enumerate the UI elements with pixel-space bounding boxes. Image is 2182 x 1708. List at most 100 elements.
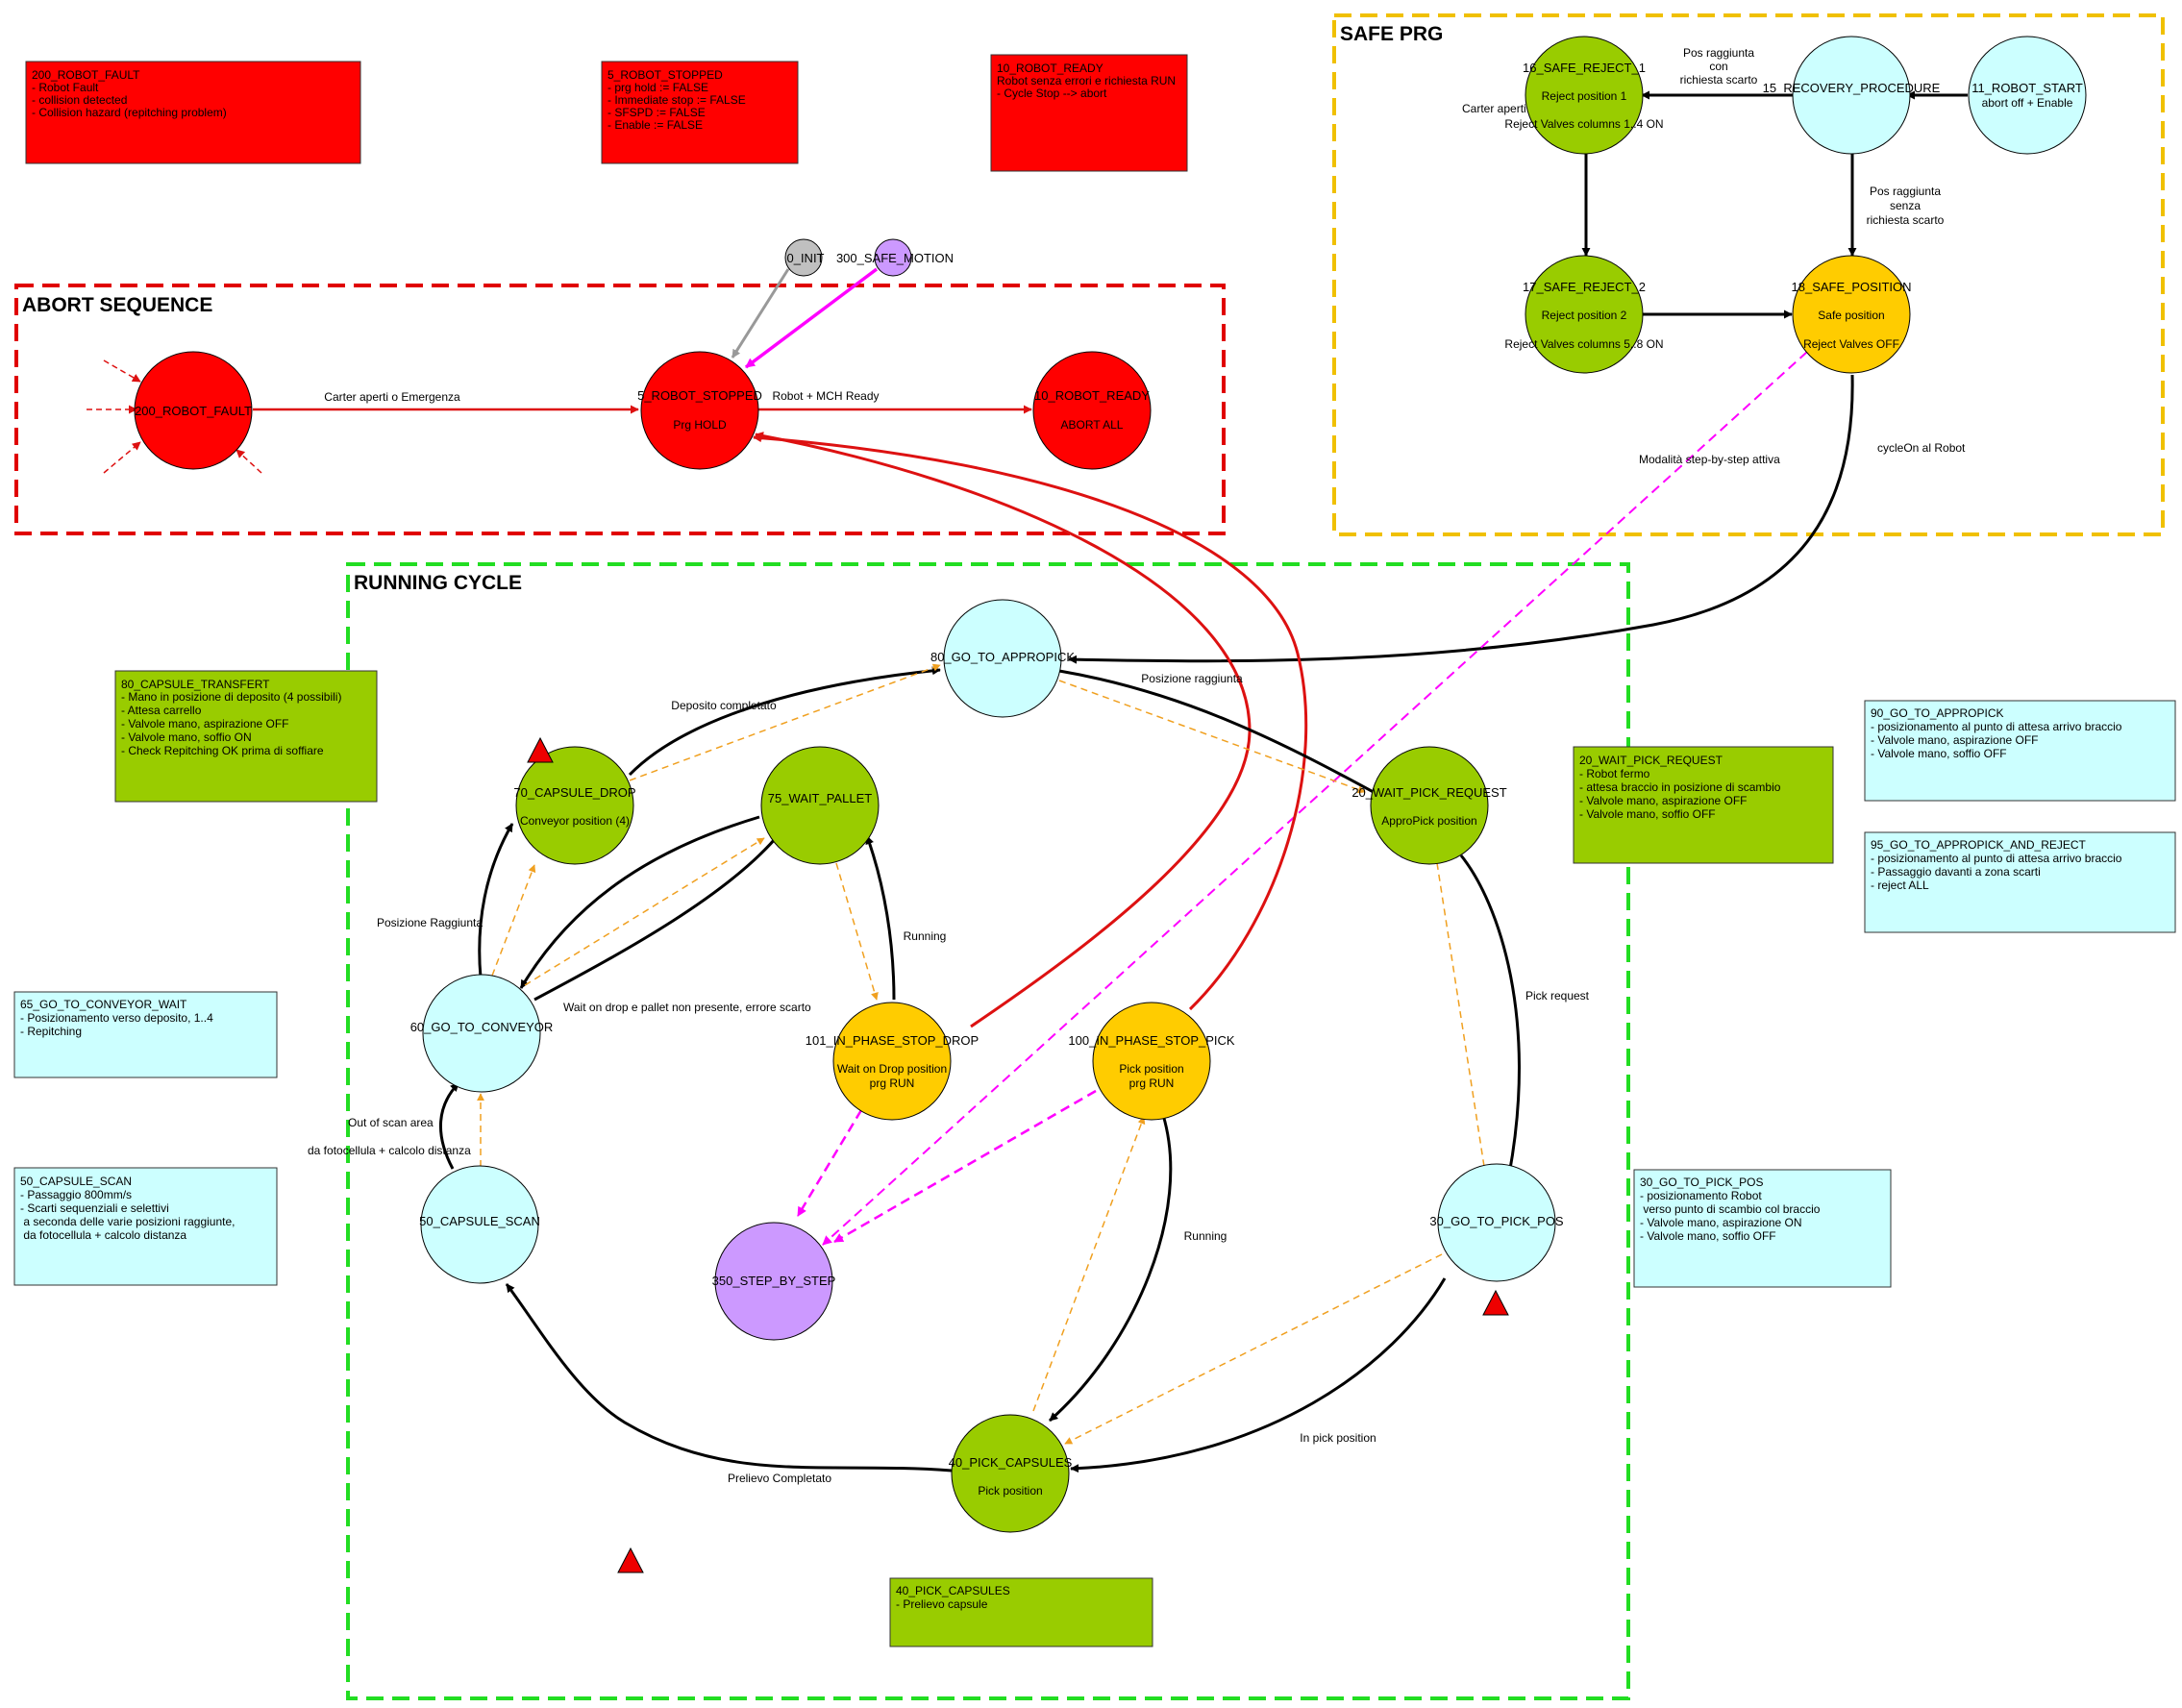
note-capsule-scan: 50_CAPSULE_SCAN- Passaggio 800mm/s- Scar… [13,1167,278,1286]
svg-text:Reject position 2: Reject position 2 [1542,309,1627,322]
node-safe-reject-2[interactable]: 17_SAFE_REJECT_2 Reject position 2 Rejec… [1504,255,1664,374]
edges-orange [477,663,1488,1445]
svg-text:30_GO_TO_PICK_POS- posizioname: 30_GO_TO_PICK_POS- posizionamento Robot … [1640,1176,1821,1243]
label-fault-to-stopped: Carter aperti o Emergenza [324,390,460,404]
node-in-phase-stop-drop[interactable]: 101_IN_PHASE_STOP_DROP Wait on Drop posi… [806,1002,979,1121]
note-robot-stopped: 5_ROBOT_STOPPED- prg hold := FALSE- Imme… [601,61,799,164]
svg-text:Reject Valves OFF: Reject Valves OFF [1803,337,1899,351]
edge-incoming-fault-4 [236,449,262,474]
edge-stopdrop-to-pallet [865,835,896,1001]
node-robot-ready[interactable]: 10_ROBOT_READY ABORT ALL [1032,351,1152,470]
edge-stop-drop-to-stopped [755,432,1252,1028]
edges-stop [753,432,1308,1028]
label-wait-on-drop: Wait on drop e pallet non presente, erro… [563,1001,811,1014]
svg-text:18_SAFE_POSITION: 18_SAFE_POSITION [1792,280,1912,294]
svg-text:prg RUN: prg RUN [1129,1077,1175,1090]
note-go-to-conveyor-wait: 65_GO_TO_CONVEYOR_WAIT- Posizionamento v… [13,991,278,1078]
svg-text:Reject Valves columns 1..4 ON: Reject Valves columns 1..4 ON [1504,117,1663,131]
svg-text:200_ROBOT_FAULT: 200_ROBOT_FAULT [135,404,252,418]
edge-o-conveyor-drop [491,864,536,977]
node-capsule-drop[interactable]: 70_CAPSULE_DROP Conveyor position (4) [513,746,636,865]
svg-text:Wait on Drop position: Wait on Drop position [837,1062,947,1076]
note-go-to-appropick-and-reject: 95_GO_TO_APPROPICK_AND_REJECT- posiziona… [1864,831,2176,933]
edge-init-to-stopped [731,268,790,359]
svg-text:Reject Valves columns 5..8 ON: Reject Valves columns 5..8 ON [1504,337,1663,351]
svg-text:10_ROBOT_READY: 10_ROBOT_READY [1034,388,1150,403]
svg-text:Prg HOLD: Prg HOLD [673,418,727,432]
svg-text:60_GO_TO_CONVEYOR: 60_GO_TO_CONVEYOR [410,1020,554,1034]
edge-appro-to-wait [1058,669,1381,798]
edge-o-conveyor-pallet [524,837,765,986]
edge-scan-to-conveyor [438,1081,460,1170]
edge-o-appro-wait [1058,680,1366,794]
note-go-to-pick-pos: 30_GO_TO_PICK_POS- posizionamento Robot … [1633,1169,1892,1288]
edge-o-pallet-stopdrop [835,862,879,1001]
svg-text:350_STEP_BY_STEP: 350_STEP_BY_STEP [712,1274,836,1288]
node-step-by-step[interactable]: 350_STEP_BY_STEP [712,1222,836,1341]
note-wait-pick-request: 20_WAIT_PICK_REQUEST- Robot fermo- attes… [1573,746,1834,864]
svg-text:80_CAPSULE_TRANSFERT- Mano in: 80_CAPSULE_TRANSFERT- Mano in posizione … [121,678,341,757]
edge-conveyor-to-drop [478,823,514,978]
node-robot-stopped[interactable]: 5_ROBOT_STOPPED Prg HOLD [637,351,762,470]
node-go-to-conveyor[interactable]: 60_GO_TO_CONVEYOR [410,974,554,1093]
svg-text:ABORT ALL: ABORT ALL [1061,418,1124,432]
svg-text:Pick position: Pick position [1119,1062,1183,1076]
group-abort-sequence: ABORT SEQUENCE [14,284,1226,535]
svg-text:70_CAPSULE_DROP: 70_CAPSULE_DROP [513,785,635,800]
node-pick-capsules[interactable]: 40_PICK_CAPSULES Pick position [949,1414,1073,1533]
label-step-mode: Modalità step-by-step attiva [1639,453,1780,466]
label-prelievo: Prelievo Completato [728,1472,831,1485]
node-safe-motion[interactable]: 300_SAFE_MOTION [836,238,954,277]
svg-text:40_PICK_CAPSULES- Prelievo cap: 40_PICK_CAPSULES- Prelievo capsule [896,1584,1010,1611]
svg-text:5_ROBOT_STOPPED: 5_ROBOT_STOPPED [637,388,762,403]
node-capsule-scan[interactable]: 50_CAPSULE_SCAN [419,1165,540,1284]
svg-text:95_GO_TO_APPROPICK_AND_REJECT-: 95_GO_TO_APPROPICK_AND_REJECT- posiziona… [1871,838,2122,892]
group-running-cycle: RUNNING CYCLE [346,562,1630,1700]
svg-text:Reject position 1: Reject position 1 [1542,89,1627,103]
label-safe-to-running: cycleOn al Robot [1877,441,1966,455]
node-init[interactable]: 0_INIT [784,238,825,277]
node-recovery-procedure[interactable]: 15_RECOVERY_PROCEDURE [1763,36,1941,155]
note-robot-fault: 200_ROBOT_FAULT- Robot Fault- collision … [25,61,361,164]
node-safe-reject-1[interactable]: 16_SAFE_REJECT_1 Reject position 1 Rejec… [1504,36,1664,155]
warning-icon [617,1547,644,1573]
svg-text:5_ROBOT_STOPPED- prg hold := F: 5_ROBOT_STOPPED- prg hold := FALSE- Imme… [607,68,746,132]
node-robot-fault[interactable]: 200_ROBOT_FAULT [134,351,253,470]
node-go-to-appropick[interactable]: 80_GO_TO_APPROPICK [930,599,1075,718]
edge-stoppick-to-pick [1049,1114,1173,1423]
node-in-phase-stop-pick[interactable]: 100_IN_PHASE_STOP_PICK Pick position prg… [1068,1002,1235,1121]
node-wait-pallet[interactable]: 75_WAIT_PALLET [760,746,880,865]
edges-running [438,666,1521,1473]
svg-text:30_GO_TO_PICK_POS: 30_GO_TO_PICK_POS [1429,1214,1564,1228]
svg-text:abort off + Enable: abort off + Enable [1982,96,2073,110]
node-safe-position[interactable]: 18_SAFE_POSITION Safe position Reject Va… [1792,255,1912,374]
svg-text:prg RUN: prg RUN [870,1077,915,1090]
svg-text:300_SAFE_MOTION: 300_SAFE_MOTION [836,251,954,265]
label-in-pick-position: In pick position [1300,1431,1376,1445]
edge-picpos-to-pick [1070,1277,1447,1473]
svg-text:0_INIT: 0_INIT [786,251,824,265]
label-pick-request: Pick request [1525,989,1590,1003]
note-pick-capsules: 40_PICK_CAPSULES- Prelievo capsule [889,1577,1153,1647]
edge-wait-to-picpos [1459,854,1521,1176]
edge-stoppick-to-step [833,1089,1097,1244]
edge-stopdrop-to-step [796,1109,863,1217]
svg-text:101_IN_PHASE_STOP_DROP: 101_IN_PHASE_STOP_DROP [806,1033,979,1048]
edge-incoming-fault-3 [103,441,141,474]
svg-text:90_GO_TO_APPROPICK- posizionam: 90_GO_TO_APPROPICK- posizionamento al pu… [1871,706,2122,760]
node-go-to-pick-pos[interactable]: 30_GO_TO_PICK_POS [1429,1163,1564,1282]
svg-text:100_IN_PHASE_STOP_PICK: 100_IN_PHASE_STOP_PICK [1068,1033,1235,1048]
edge-stop-pick-to-stopped [753,433,1308,1011]
svg-text:Conveyor position (4): Conveyor position (4) [520,814,630,828]
edge-safe-motion-to-stopped [744,267,879,369]
svg-text:Safe position: Safe position [1818,309,1884,322]
edge-o-pick-stoppick [1032,1116,1146,1412]
node-wait-pick-request[interactable]: 20_WAIT_PICK_REQUEST ApproPick position [1351,746,1507,865]
node-robot-start[interactable]: 11_ROBOT_START abort off + Enable [1968,36,2087,155]
svg-text:16_SAFE_REJECT_1: 16_SAFE_REJECT_1 [1523,61,1646,75]
label-stopped-to-ready: Robot + MCH Ready [772,389,879,403]
svg-text:15_RECOVERY_PROCEDURE: 15_RECOVERY_PROCEDURE [1763,81,1941,95]
edge-labels: Carter aperti o Emergenza Robot + MCH Re… [308,46,1966,1485]
